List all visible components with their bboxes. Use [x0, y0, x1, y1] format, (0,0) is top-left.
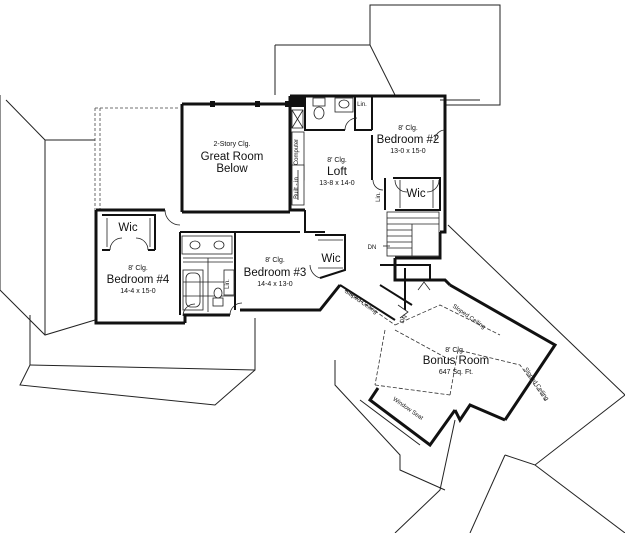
bedroom2-closet: Wic [406, 188, 425, 200]
bonus-ceiling: 8' Clg. [445, 347, 465, 354]
roof-outline [0, 4, 625, 533]
bedroom4-name: Bedroom #4 [107, 274, 170, 286]
bedroom3-ceiling: 8' Clg. [265, 257, 285, 264]
bonus-name: Bonus Room [423, 355, 489, 367]
great-room-below: Below [216, 163, 248, 175]
interior-walls [102, 96, 441, 321]
bedroom3-label: 8' Clg. Bedroom #3 14-4 x 13-0 Wic Lin. [225, 253, 341, 289]
exterior-walls [94, 94, 558, 448]
bedroom2-label: 8' Clg. Bedroom #2 13-0 x 15-0 Wic Lin. [357, 102, 439, 200]
stair [383, 211, 440, 257]
bath-linen-lower: Lin. [225, 279, 231, 289]
stair-linen: Lin. [376, 192, 382, 202]
loft-ceiling: 8' Clg. [327, 157, 347, 164]
bedroom2-name: Bedroom #2 [377, 134, 440, 146]
loft-builtins [291, 131, 305, 206]
great-room-name: Great Room [201, 151, 264, 163]
upper-bath-fixtures [291, 97, 358, 131]
bedroom2-ceiling: 8' Clg. [398, 125, 418, 132]
bonus-sloped-ceiling-1: Sloped Ceiling [343, 289, 378, 316]
bonus-down: DN [399, 314, 409, 325]
computer-label: Computer [294, 139, 300, 165]
great-room-label: 2-Story Clg. Great Room Below [201, 141, 264, 175]
loft-size: 13-8 x 14-0 [319, 180, 355, 187]
loft-label: 8' Clg. Loft 13-8 x 14-0 Computer Built … [294, 139, 355, 199]
bedroom3-closet: Wic [321, 253, 340, 265]
bedroom4-label: Wic 8' Clg. Bedroom #4 14-4 x 15-0 [107, 222, 170, 295]
bedroom4-closet: Wic [118, 222, 137, 234]
bath-linen-upper: Lin. [357, 102, 367, 108]
lower-bath-fixtures [181, 235, 235, 317]
closet-details [106, 129, 446, 316]
stair-labels: Lin. DN [368, 192, 382, 251]
bedroom4-size: 14-4 x 15-0 [120, 288, 156, 295]
bonus-entry-marks [397, 281, 431, 319]
bonus-sloped-lines [344, 289, 546, 401]
window-ticks [210, 101, 290, 107]
stair-down: DN [368, 245, 377, 251]
great-room-ceiling: 2-Story Clg. [214, 141, 251, 148]
bedroom3-name: Bedroom #3 [244, 267, 307, 279]
builtin-label: Built - in [294, 177, 300, 199]
bonus-sloped-ceiling-2: Sloped Ceiling [451, 304, 486, 331]
bedroom4-ceiling: 8' Clg. [128, 265, 148, 272]
bedroom3-size: 14-4 x 13-0 [257, 281, 293, 288]
bedroom2-size: 13-0 x 15-0 [390, 148, 426, 155]
loft-name: Loft [327, 164, 348, 178]
bonus-size: 647 Sq. Ft. [439, 369, 473, 376]
